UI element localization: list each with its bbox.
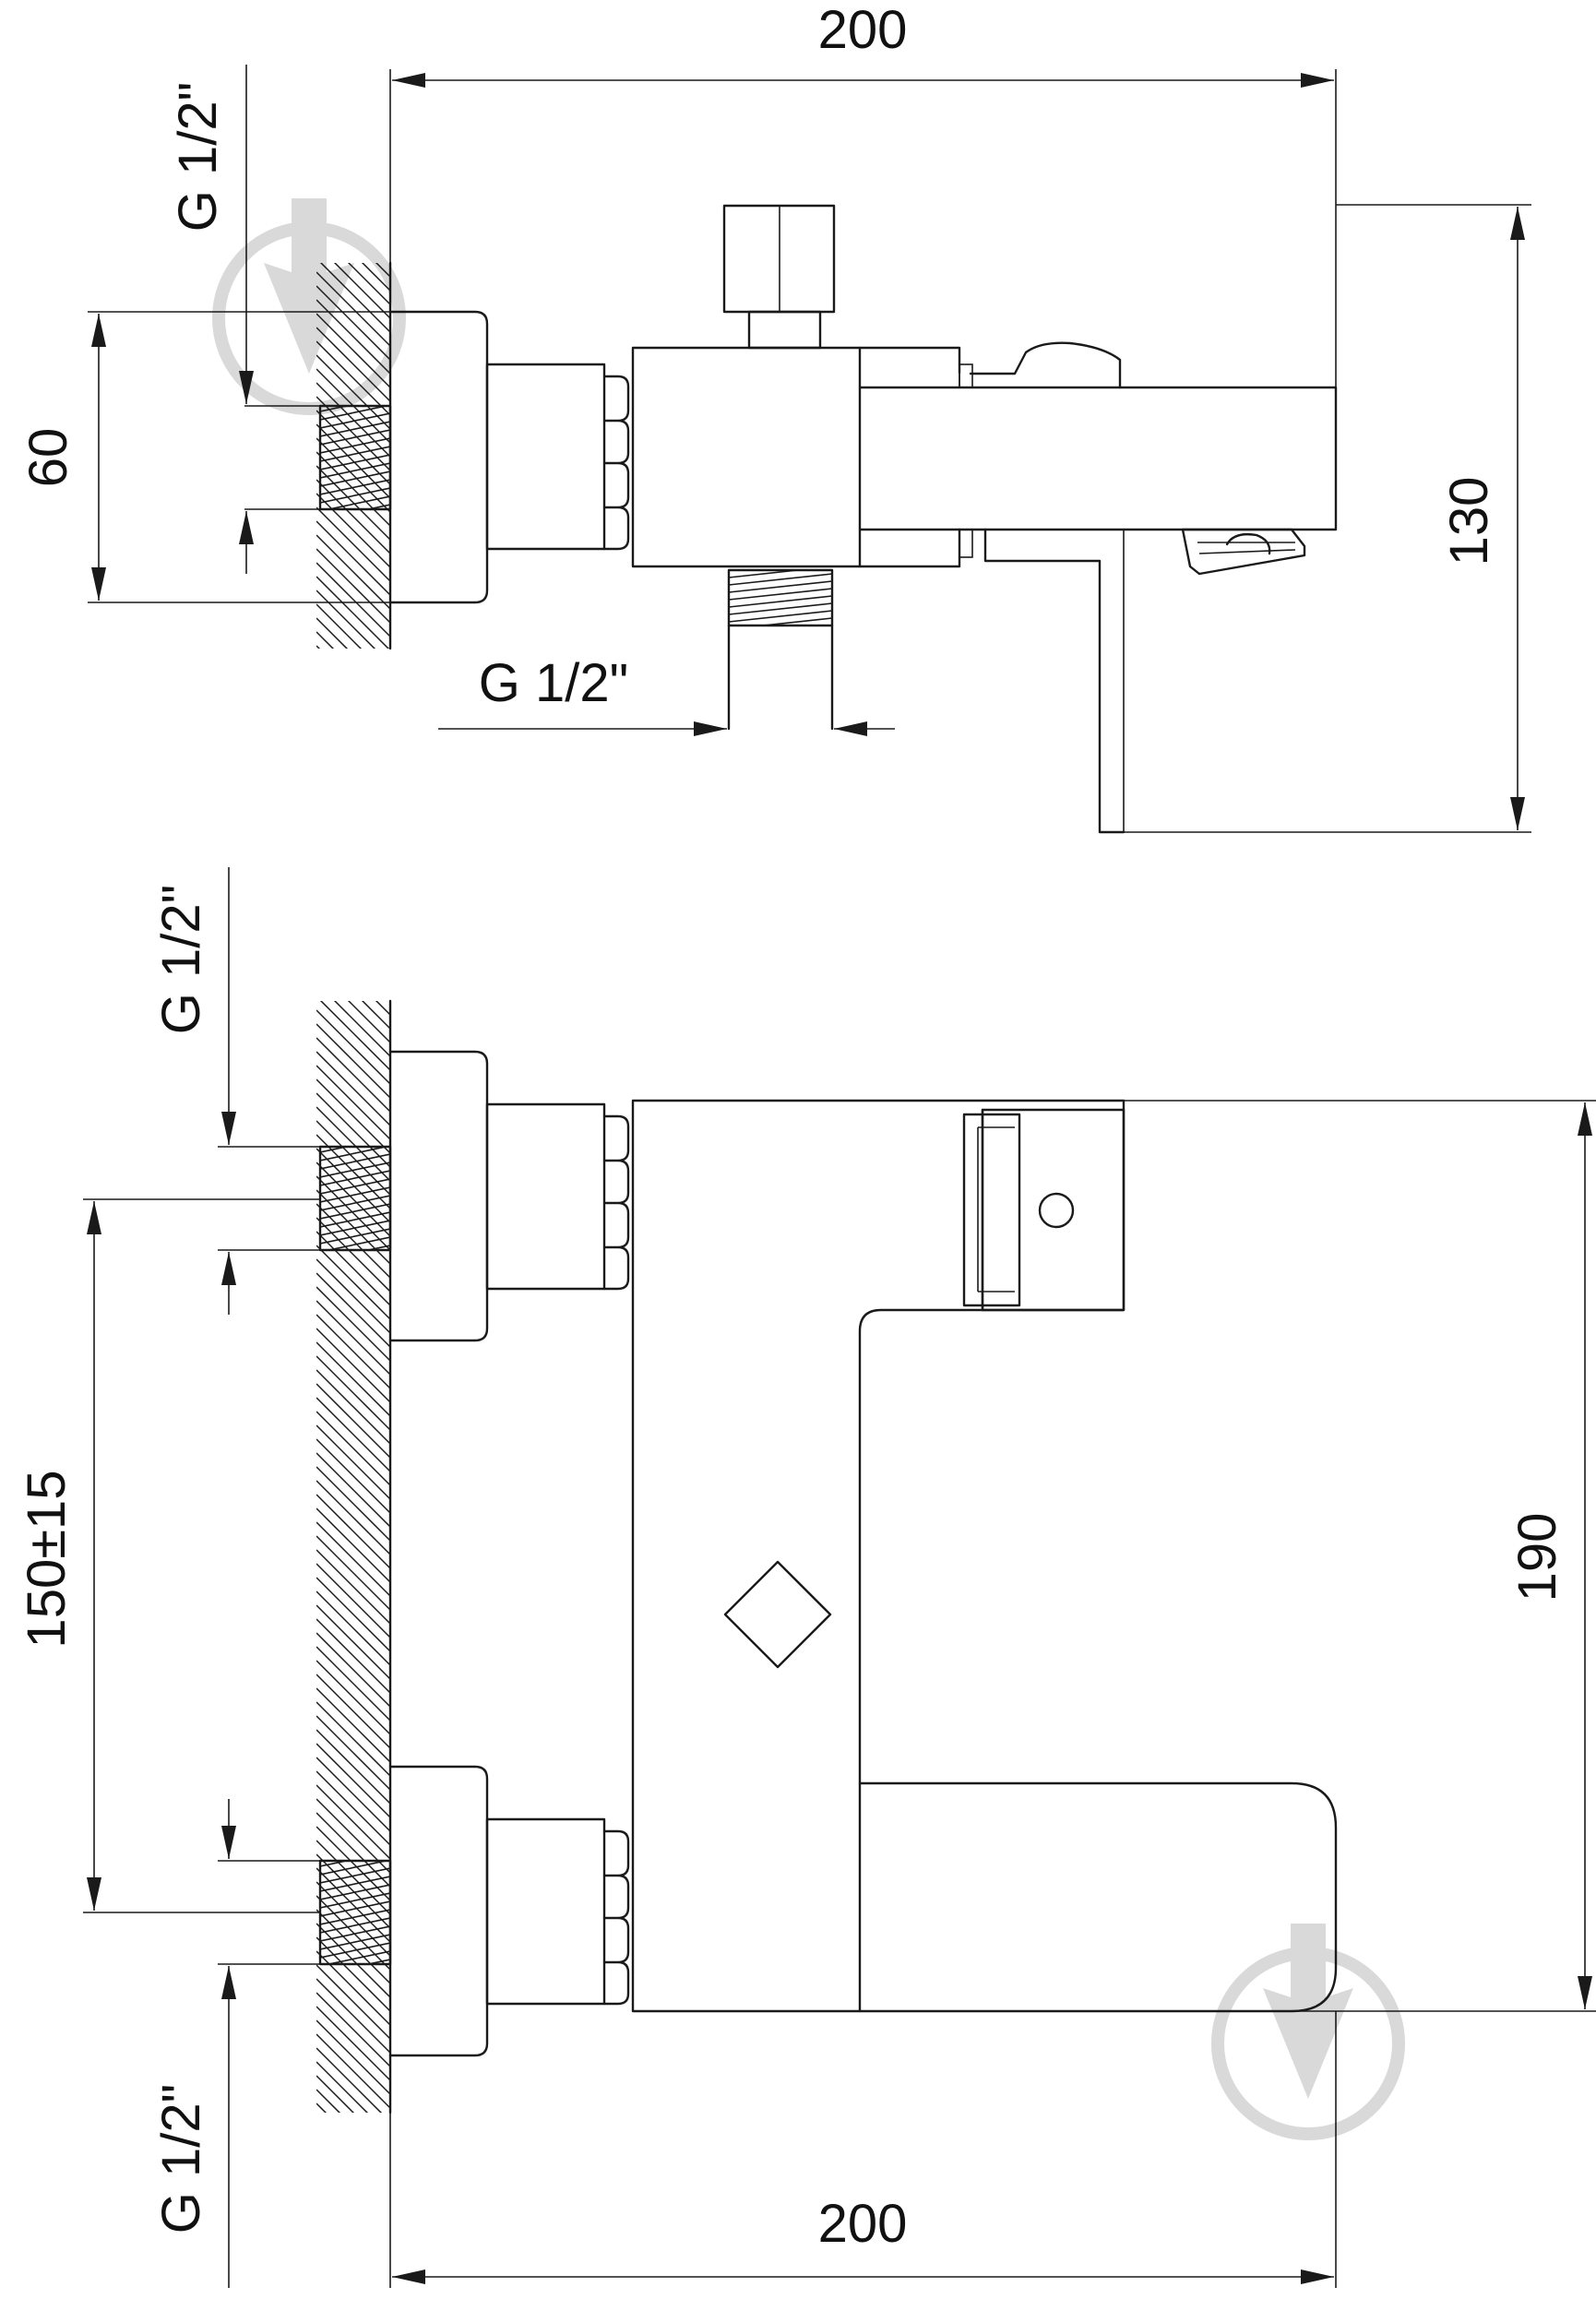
dimension-thread-upper-front: G 1/2" [151,867,320,1315]
diamond-emblem [723,1560,832,1669]
dimension-height-top-label: 130 [1439,477,1499,566]
thread-lower-front [320,1861,390,1964]
dimension-thread-bottom-top: G 1/2" [438,653,895,736]
dimension-thread-lower-front: G 1/2" [151,1799,320,2288]
dimension-pitch-top-label: 60 [18,428,78,488]
dimension-height-front: 190 [1124,1100,1596,2012]
dimension-width-front: 200 [389,2011,1337,2288]
thread-side-top [320,406,390,509]
front-view: 190 200 150±15 G 1/2" [17,867,1596,2288]
dimension-height-top: 130 [1124,204,1531,833]
thread-bottom-top [729,570,832,625]
dimension-spacing-front-label: 150±15 [17,1470,77,1648]
top-view: 200 130 60 G 1/2" [18,0,1531,834]
dimension-thread-lower-front-label: G 1/2" [151,2084,211,2233]
dimension-height-front-label: 190 [1507,1513,1567,1602]
watermark-logo-top [212,198,406,415]
thread-upper-front [320,1147,390,1250]
dimension-thread-bottom-top-label: G 1/2" [479,653,628,713]
dimension-pitch-top: 60 [18,311,390,603]
dimension-thread-side-top: G 1/2" [168,65,320,574]
dimension-width-top-label: 200 [818,0,908,60]
dimension-spacing-front: 150±15 [17,1198,320,1913]
dimension-thread-side-top-label: G 1/2" [168,82,228,232]
dimension-width-top: 200 [389,0,1337,387]
watermark-logo-bottom [1211,1924,1405,2140]
dimension-thread-upper-front-label: G 1/2" [151,885,211,1034]
wall-hatch-front [316,1001,390,2113]
dimension-width-front-label: 200 [818,2194,908,2254]
